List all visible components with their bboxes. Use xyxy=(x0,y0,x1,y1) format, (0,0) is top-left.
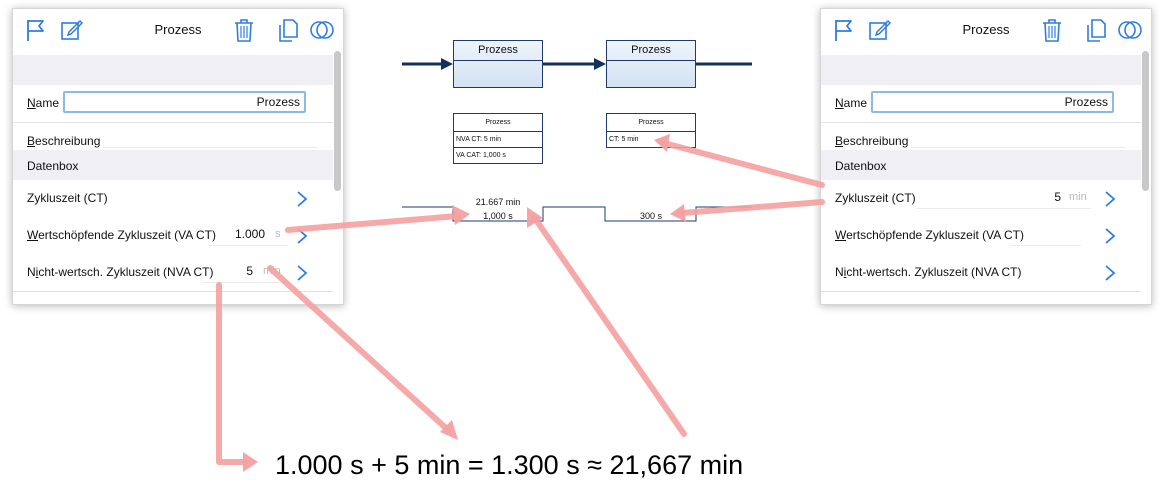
trash-icon[interactable] xyxy=(1039,17,1065,43)
cycle-time-formula: 1.000 s + 5 min = 1.300 s ≈ 21,667 min xyxy=(275,450,744,480)
va-cycle-time-label: Wertschöpfende Zykluszeit (VA CT) xyxy=(835,228,1024,242)
arrow-formula-to-timeline xyxy=(531,214,687,437)
chevron-right-icon[interactable] xyxy=(295,190,309,208)
data-box-title: Prozess xyxy=(454,114,542,132)
arrow-head xyxy=(440,420,458,440)
ct-field-underline xyxy=(916,208,1091,209)
data-box-2[interactable]: Prozess CT: 5 min xyxy=(606,113,696,148)
va-cycle-time-row[interactable]: Wertschöpfende Zykluszeit (VA CT) 1.000 … xyxy=(13,217,333,255)
data-box-1[interactable]: Prozess NVA CT: 5 min VA CAT: 1,000 s xyxy=(453,113,543,164)
scrollbar[interactable] xyxy=(1142,51,1149,191)
va-cycle-time-unit: s xyxy=(275,228,281,240)
va-field-underline xyxy=(1011,245,1081,246)
name-row: Name Prozess xyxy=(13,85,333,123)
nva-cycle-time-row[interactable]: Nicht-wertsch. Zykluszeit (NVA CT) xyxy=(821,254,1141,292)
spacer xyxy=(13,55,333,85)
timeline-va-2: 300 s xyxy=(639,211,663,221)
panel-toolbar: Prozess xyxy=(13,9,343,51)
edit-icon[interactable] xyxy=(59,17,85,43)
description-field[interactable] xyxy=(911,147,1126,148)
name-input[interactable]: Prozess xyxy=(871,91,1114,113)
trash-icon[interactable] xyxy=(231,17,257,43)
description-label: Beschreibung xyxy=(27,134,101,148)
edit-icon[interactable] xyxy=(867,17,893,43)
panel-toolbar: Prozess xyxy=(821,9,1151,51)
nva-cycle-time-row[interactable]: Nicht-wertsch. Zykluszeit (NVA CT) 5 min xyxy=(13,254,333,292)
process-title: Prozess xyxy=(607,41,695,61)
data-box-row: VA CAT: 1,000 s xyxy=(456,152,506,159)
nva-cycle-time-label: Nicht-wertsch. Zykluszeit (NVA CT) xyxy=(835,265,1022,279)
name-label: Name xyxy=(27,96,60,110)
cycle-time-value[interactable]: 5 xyxy=(1054,190,1061,204)
properties-panel-left: Prozess Name Prozess Beschreibung Datenb… xyxy=(12,8,344,305)
va-cycle-time-label: Wertschöpfende Zykluszeit (VA CT) xyxy=(27,228,216,242)
flag-icon[interactable] xyxy=(23,17,49,43)
panel-title: Prozess xyxy=(962,22,1010,37)
chevron-right-icon[interactable] xyxy=(1103,264,1117,282)
process-box-2[interactable]: Prozess xyxy=(606,40,696,88)
description-field[interactable] xyxy=(103,147,318,148)
timeline-va-1: 1,000 s xyxy=(483,211,513,221)
arrow-head xyxy=(243,452,258,472)
name-row: Name Prozess xyxy=(821,85,1141,123)
description-label: Beschreibung xyxy=(835,134,909,148)
name-input[interactable]: Prozess xyxy=(63,91,306,113)
section-header: Datenbox xyxy=(13,150,333,180)
data-box-title: Prozess xyxy=(607,114,695,132)
chevron-right-icon[interactable] xyxy=(295,264,309,282)
chevron-right-icon[interactable] xyxy=(295,227,309,245)
panel-title: Prozess xyxy=(154,22,202,37)
properties-panel-right: Prozess Name Prozess Beschreibung Datenb… xyxy=(820,8,1152,305)
nva-cycle-time-value[interactable]: 5 xyxy=(246,264,253,278)
va-cycle-time-row[interactable]: Wertschöpfende Zykluszeit (VA CT) xyxy=(821,217,1141,255)
copy-icon[interactable] xyxy=(275,17,301,43)
data-box-row: CT: 5 min xyxy=(609,136,639,143)
va-cycle-time-value[interactable]: 1.000 xyxy=(234,227,265,241)
overlap-circles-icon[interactable] xyxy=(1117,17,1143,43)
flag-icon[interactable] xyxy=(831,17,857,43)
data-box-row: NVA CT: 5 min xyxy=(454,132,542,148)
overlap-circles-icon[interactable] xyxy=(309,17,335,43)
name-label: Name xyxy=(835,96,868,110)
cycle-time-row[interactable]: Zykluszeit (CT) xyxy=(13,180,333,218)
nva-cycle-time-unit: min xyxy=(263,265,281,277)
chevron-right-icon[interactable] xyxy=(1103,227,1117,245)
nva-field-underline xyxy=(203,282,288,283)
section-header: Datenbox xyxy=(821,150,1141,180)
va-field-underline xyxy=(208,245,288,246)
process-title: Prozess xyxy=(454,41,542,61)
process-box-1[interactable]: Prozess xyxy=(453,40,543,88)
value-stream-diagram: Prozess Prozess Prozess NVA CT: 5 min VA… xyxy=(400,35,755,225)
cycle-time-label: Zykluszeit (CT) xyxy=(835,191,916,205)
cycle-time-row[interactable]: Zykluszeit (CT) 5 min xyxy=(821,180,1141,218)
nva-cycle-time-label: Nicht-wertsch. Zykluszeit (NVA CT) xyxy=(27,265,214,279)
cycle-time-unit: min xyxy=(1069,191,1087,203)
copy-icon[interactable] xyxy=(1083,17,1109,43)
spacer xyxy=(821,55,1141,85)
scrollbar[interactable] xyxy=(334,51,341,191)
arrow-left-to-formula xyxy=(216,282,248,465)
cycle-time-label: Zykluszeit (CT) xyxy=(27,191,108,205)
timeline-nva-total: 21.667 min xyxy=(475,197,521,207)
chevron-right-icon[interactable] xyxy=(1103,190,1117,208)
